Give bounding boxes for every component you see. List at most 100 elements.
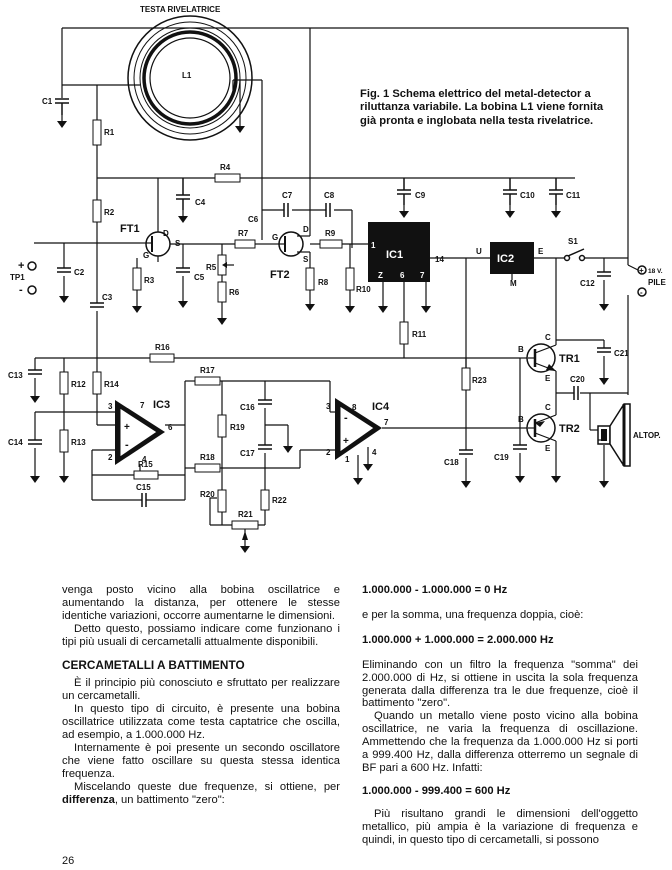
label-tp1-minus: - — [19, 284, 23, 296]
label-c1: C1 — [42, 97, 53, 106]
resistor-r6 — [217, 281, 227, 303]
transistor-ft2 — [270, 210, 311, 268]
wires-c6-c8 — [261, 209, 353, 248]
label-c16: C16 — [240, 403, 255, 412]
label-c21: C21 — [614, 349, 629, 358]
label-ic1-pinz: Z — [378, 271, 383, 280]
label-c19: C19 — [494, 453, 509, 462]
capacitor-c8 — [325, 203, 331, 217]
label-r12: R12 — [71, 380, 86, 389]
label-ic1-pin7: 7 — [420, 271, 425, 280]
label-r21: R21 — [238, 510, 253, 519]
battery-label: PILE — [648, 278, 666, 287]
label-tr2-c: C — [545, 403, 551, 412]
equation-3: 1.000.000 - 999.400 = 600 Hz — [362, 784, 511, 797]
label-ic3-pin7: 7 — [140, 401, 145, 410]
transistor-ft1 — [140, 178, 171, 262]
resistor-r3 — [132, 267, 142, 291]
speaker-icon — [589, 393, 631, 467]
label-c2: C2 — [74, 268, 85, 277]
supply-voltage-label: 18 V. — [648, 268, 663, 275]
wires-ft1 — [96, 243, 235, 358]
supply-minus-terminal — [637, 287, 647, 297]
speaker-label: ALTOP. — [633, 431, 661, 440]
label-c13: C13 — [8, 371, 23, 380]
label-tr2-e: E — [545, 444, 551, 453]
left-paragraph-6-end: , un battimento "zero": — [114, 793, 225, 806]
resistor-r11 — [399, 321, 409, 345]
label-c8: C8 — [324, 191, 335, 200]
resistor-r18 — [194, 463, 221, 473]
wires-ic1 — [382, 257, 490, 368]
resistor-r12 — [59, 371, 69, 395]
right-paragraph-1: e per la somma, una frequenza doppia, ci… — [362, 608, 584, 621]
label-c9: C9 — [415, 191, 426, 200]
label-tr1: TR1 — [559, 353, 580, 365]
label-r11: R11 — [412, 330, 427, 339]
label-c14: C14 — [8, 438, 23, 447]
right-paragraph-4: Più risultano grandi le dimensioni dell'… — [362, 807, 638, 846]
label-supply-plus: + — [639, 266, 644, 275]
capacitor-c1 — [55, 98, 69, 115]
label-r18: R18 — [200, 453, 215, 462]
label-c7: C7 — [282, 191, 293, 200]
capacitor-c4 — [176, 178, 190, 210]
label-c5: C5 — [194, 273, 205, 282]
label-ic4-pin1: 1 — [345, 455, 350, 464]
wires-bus — [34, 357, 520, 540]
capacitor-c19 — [513, 444, 527, 450]
circuit-schematic: TESTA RIVELATRICE L1 C1 R1 R2 R4 C4 — [8, 5, 666, 554]
tp1-terminal-plus — [27, 261, 37, 271]
label-tp1-plus: + — [18, 260, 24, 272]
ic1-chip — [368, 222, 430, 282]
left-paragraph-4: In questo tipo di circuito, è presente u… — [62, 703, 340, 742]
left-paragraph-6-start: Miscelando queste due frequenze, si otti… — [74, 780, 340, 793]
ic4-opamp: - + — [335, 398, 382, 460]
label-r6: R6 — [229, 288, 240, 297]
resistor-r2 — [92, 199, 102, 223]
label-c6: C6 — [248, 215, 259, 224]
capacitor-c16 — [258, 399, 272, 405]
label-ft2-s: S — [303, 255, 309, 264]
wires-r5 — [221, 243, 270, 312]
label-ft1-g: G — [143, 251, 149, 260]
section-heading: CERCAMETALLI A BATTIMENTO — [62, 657, 245, 672]
capacitor-c14 — [28, 439, 42, 445]
label-ic2-m: M — [510, 279, 517, 288]
label-r14: R14 — [104, 380, 119, 389]
label-ic1-pin1: 1 — [371, 241, 376, 250]
resistor-r19 — [217, 414, 227, 438]
equation-1: 1.000.000 - 1.000.000 = 0 Hz — [362, 584, 508, 596]
label-r7: R7 — [238, 229, 249, 238]
label-r5: R5 — [206, 263, 217, 272]
circuit-frame — [61, 27, 629, 395]
label-r1: R1 — [104, 128, 115, 137]
label-ft2-g: G — [272, 233, 278, 242]
resistor-r17 — [194, 376, 221, 386]
resistor-r15 — [133, 470, 159, 480]
resistor-r4 — [214, 173, 241, 183]
label-ic3-pin6: 6 — [168, 423, 173, 432]
capacitor-c13 — [28, 369, 42, 375]
label-c3: C3 — [102, 293, 113, 302]
capacitor-c9 — [397, 178, 411, 205]
label-r8: R8 — [318, 278, 329, 287]
wires-input — [34, 242, 140, 290]
switch-s1 — [563, 248, 586, 262]
capacitor-c5 — [176, 267, 190, 273]
label-tr1-e: E — [545, 374, 551, 383]
label-supply-minus: - — [640, 288, 643, 297]
capacitor-c2 — [57, 267, 71, 273]
resistor-r16 — [149, 353, 175, 363]
resistor-r13 — [59, 429, 69, 453]
label-r4: R4 — [220, 163, 231, 172]
label-tr2-b: B — [518, 415, 524, 424]
svg-text:-: - — [344, 412, 348, 424]
potentiometer-r21 — [231, 520, 259, 530]
trimmer-r20 — [217, 489, 227, 513]
left-paragraph-2: Detto questo, possiamo indicare come fun… — [62, 622, 340, 648]
label-r15: R15 — [138, 460, 153, 469]
label-r17: R17 — [200, 366, 215, 375]
label-tr1-c: C — [545, 333, 551, 342]
capacitor-c10 — [503, 178, 517, 205]
